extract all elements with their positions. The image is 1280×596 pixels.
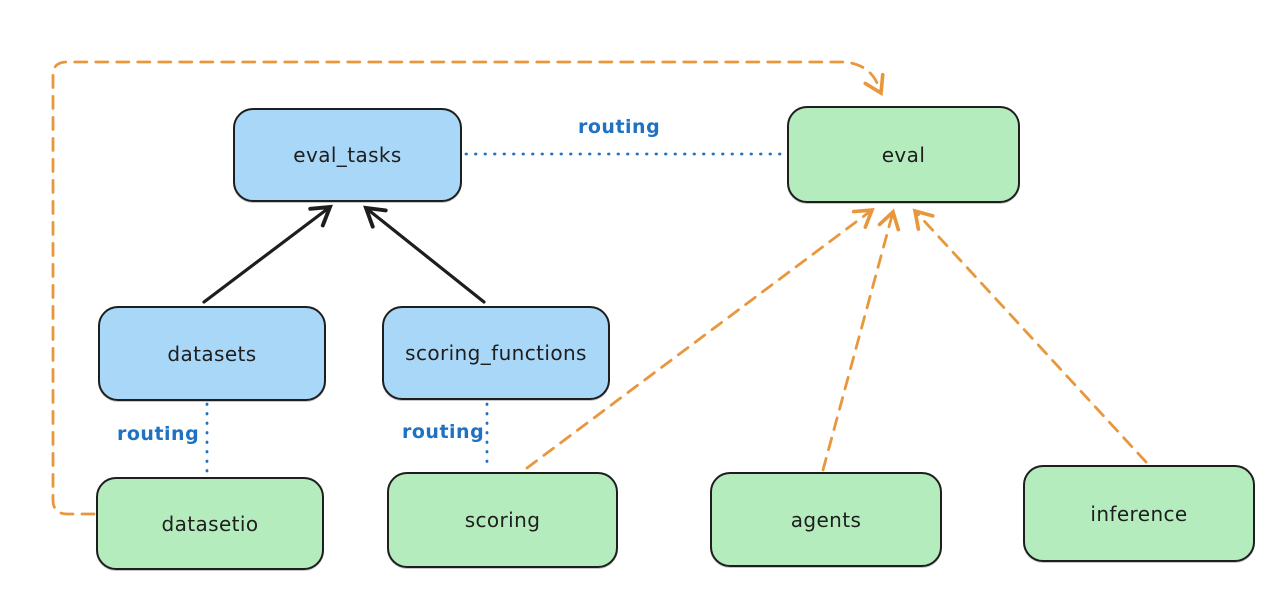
node-inference[interactable]: inference bbox=[1023, 465, 1255, 562]
node-eval-tasks-label: eval_tasks bbox=[293, 143, 402, 167]
edge-agents-to-eval bbox=[821, 208, 901, 472]
node-scoring[interactable]: scoring bbox=[387, 472, 618, 568]
node-eval-tasks[interactable]: eval_tasks bbox=[233, 108, 462, 202]
node-agents-label: agents bbox=[790, 507, 862, 532]
node-scoring-functions-label: scoring_functions bbox=[405, 341, 587, 365]
edge-label-routing-datasets-datasetio: routing bbox=[117, 423, 200, 445]
node-datasets[interactable]: datasets bbox=[98, 306, 326, 401]
node-scoring-label: scoring bbox=[464, 508, 541, 532]
node-eval[interactable]: eval bbox=[787, 106, 1020, 203]
node-inference-label: inference bbox=[1090, 501, 1188, 526]
edge-scoring-functions-to-eval-tasks bbox=[363, 205, 486, 304]
node-datasetio[interactable]: datasetio bbox=[96, 477, 324, 570]
node-eval-label: eval bbox=[881, 142, 926, 167]
edge-label-routing-scoring-functions-scoring: routing bbox=[402, 421, 485, 443]
edge-inference-to-eval bbox=[912, 208, 1148, 464]
node-datasets-label: datasets bbox=[167, 341, 257, 366]
node-scoring-functions[interactable]: scoring_functions bbox=[382, 306, 610, 400]
edge-datasets-to-eval-tasks bbox=[202, 204, 333, 304]
node-agents[interactable]: agents bbox=[710, 472, 942, 567]
edge-label-routing-eval-tasks-eval: routing bbox=[578, 116, 661, 138]
edge-datasetio-to-eval-loop bbox=[51, 60, 885, 516]
node-datasetio-label: datasetio bbox=[161, 511, 259, 536]
